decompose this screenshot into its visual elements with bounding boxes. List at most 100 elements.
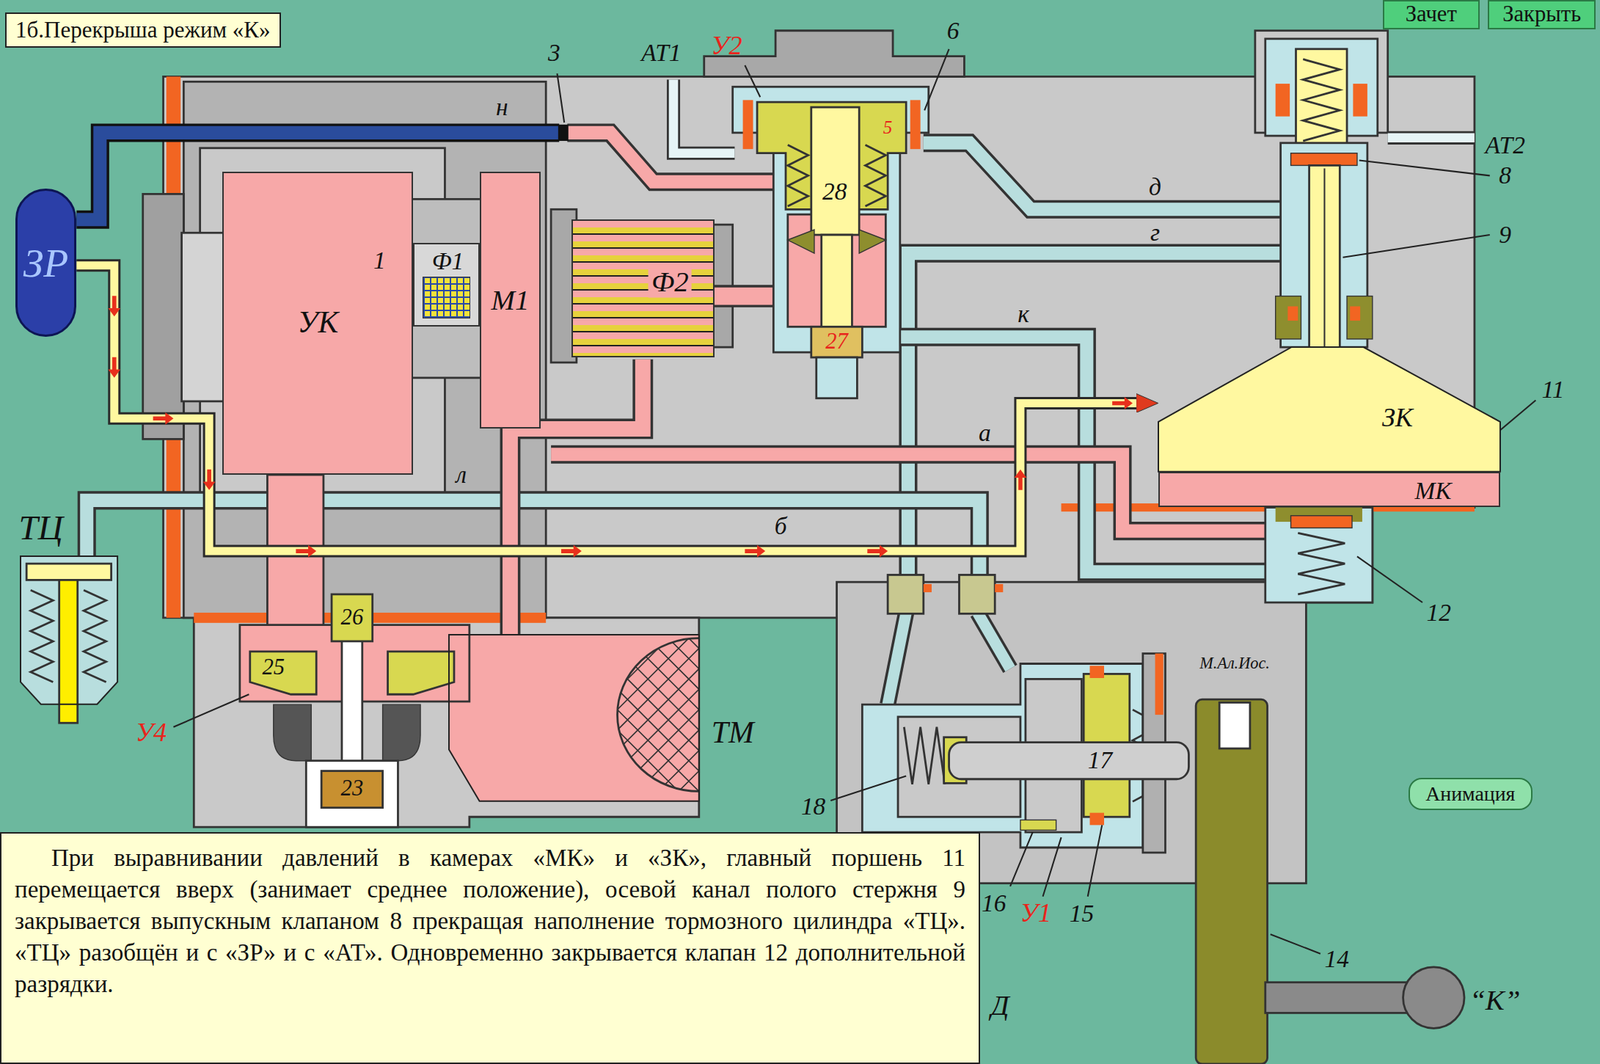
callout-label: 25	[261, 655, 285, 681]
stem-channel	[1323, 168, 1325, 368]
callout-label: 28	[822, 178, 847, 206]
discharge-valve	[1291, 515, 1353, 529]
leader-line	[830, 776, 907, 801]
flow-arrow	[107, 295, 121, 317]
channel-wall	[86, 500, 980, 581]
node-label: Ф2	[648, 265, 692, 298]
channel	[86, 500, 980, 581]
channel-wall	[887, 612, 907, 705]
node-label: Закрыть	[1502, 2, 1581, 28]
callout-label: 16	[981, 889, 1006, 918]
callout-label: л	[455, 460, 467, 488]
shape-polygon	[1158, 346, 1501, 472]
exhaust-valve	[1291, 153, 1358, 166]
channel-wall	[977, 612, 1011, 670]
piston	[26, 563, 111, 580]
piston-rod	[59, 579, 78, 723]
seal	[910, 99, 921, 149]
handle	[1195, 699, 1267, 1064]
seal	[923, 583, 932, 593]
brake-cylinder: ТЦ	[20, 556, 118, 705]
seal	[994, 583, 1003, 593]
spring	[1297, 532, 1345, 594]
valve-body	[193, 617, 700, 827]
lever-knob	[1403, 966, 1465, 1028]
valve-stem	[341, 638, 363, 766]
flow-arrow	[107, 357, 121, 378]
spring	[865, 145, 887, 207]
node-label: МК	[1415, 477, 1452, 505]
seal	[1349, 305, 1361, 320]
filter-chamber	[407, 198, 485, 378]
flow-arrow	[295, 545, 317, 558]
spring	[1302, 59, 1340, 141]
shape-outline	[448, 634, 700, 802]
leader-line	[556, 73, 565, 123]
channel	[887, 612, 907, 705]
seal	[1352, 83, 1367, 117]
diaphragm	[388, 651, 455, 694]
callout-label: 6	[947, 16, 960, 45]
callout-label: 5	[883, 117, 893, 138]
seal	[743, 99, 754, 149]
valve-disc	[321, 771, 383, 808]
callout-label: а	[978, 418, 992, 447]
node-label: УК	[297, 305, 339, 340]
channel-wall	[923, 143, 1284, 210]
handle-notch	[1219, 702, 1251, 749]
filter-mesh	[422, 276, 471, 319]
callout-label: д	[1148, 173, 1162, 201]
callout-label: У4	[135, 718, 167, 748]
flow-arrow	[1112, 396, 1133, 410]
flow-arrow	[561, 545, 582, 558]
callout-label: АТ2	[1484, 131, 1525, 159]
shape-outline	[20, 556, 118, 705]
chamber-band: МК	[1158, 471, 1501, 508]
node-label: Зачет	[1405, 2, 1457, 28]
callout-label: “К”	[1469, 984, 1521, 1017]
button: Зачет	[1382, 0, 1480, 30]
spring-guide	[1295, 49, 1347, 152]
callout-label: к	[1017, 300, 1030, 328]
node-label: Ф1	[432, 247, 465, 275]
callout-label: 23	[341, 776, 364, 802]
reservoir-capsule: ЗР	[15, 188, 77, 337]
leader-line	[1087, 824, 1102, 896]
leader-line	[1270, 933, 1321, 953]
callout-label: 12	[1426, 598, 1452, 626]
end-cap	[181, 232, 225, 402]
cap-housing	[704, 30, 965, 78]
valve-seat	[382, 704, 421, 761]
valve-housing	[1265, 507, 1373, 603]
mesh-outline	[617, 638, 700, 792]
chamber-box: УК	[222, 171, 414, 475]
callout-label: У2	[710, 31, 742, 61]
lever	[1265, 982, 1419, 1014]
diaphragm	[250, 651, 317, 694]
filter-box: Ф2	[571, 219, 715, 358]
callout-label: АТ1	[641, 39, 681, 67]
node-label: ЗР	[23, 240, 69, 286]
seal	[1090, 665, 1105, 678]
frame-inner	[200, 148, 446, 496]
button: Закрыть	[1487, 0, 1596, 30]
callout-label: 11	[1542, 376, 1565, 404]
node-label: Анимация	[1425, 782, 1515, 806]
valve-stem	[949, 742, 1190, 780]
leader-line	[1359, 159, 1490, 176]
callout-label: 17	[1087, 746, 1113, 774]
callout-label: г	[1150, 219, 1160, 247]
callout-label: У1	[1020, 898, 1052, 929]
leader-line	[1342, 234, 1490, 258]
callout-label: М.Ал.Иос.	[1199, 654, 1270, 672]
callout-label: н	[495, 93, 509, 122]
channel	[673, 79, 735, 154]
leader-line	[1043, 837, 1062, 897]
diaphragm	[1020, 819, 1057, 830]
spring	[30, 589, 54, 682]
leader-line	[1010, 831, 1033, 887]
leader-lines	[173, 49, 1536, 954]
valve-body	[163, 76, 1475, 618]
valve-cap	[331, 594, 373, 642]
